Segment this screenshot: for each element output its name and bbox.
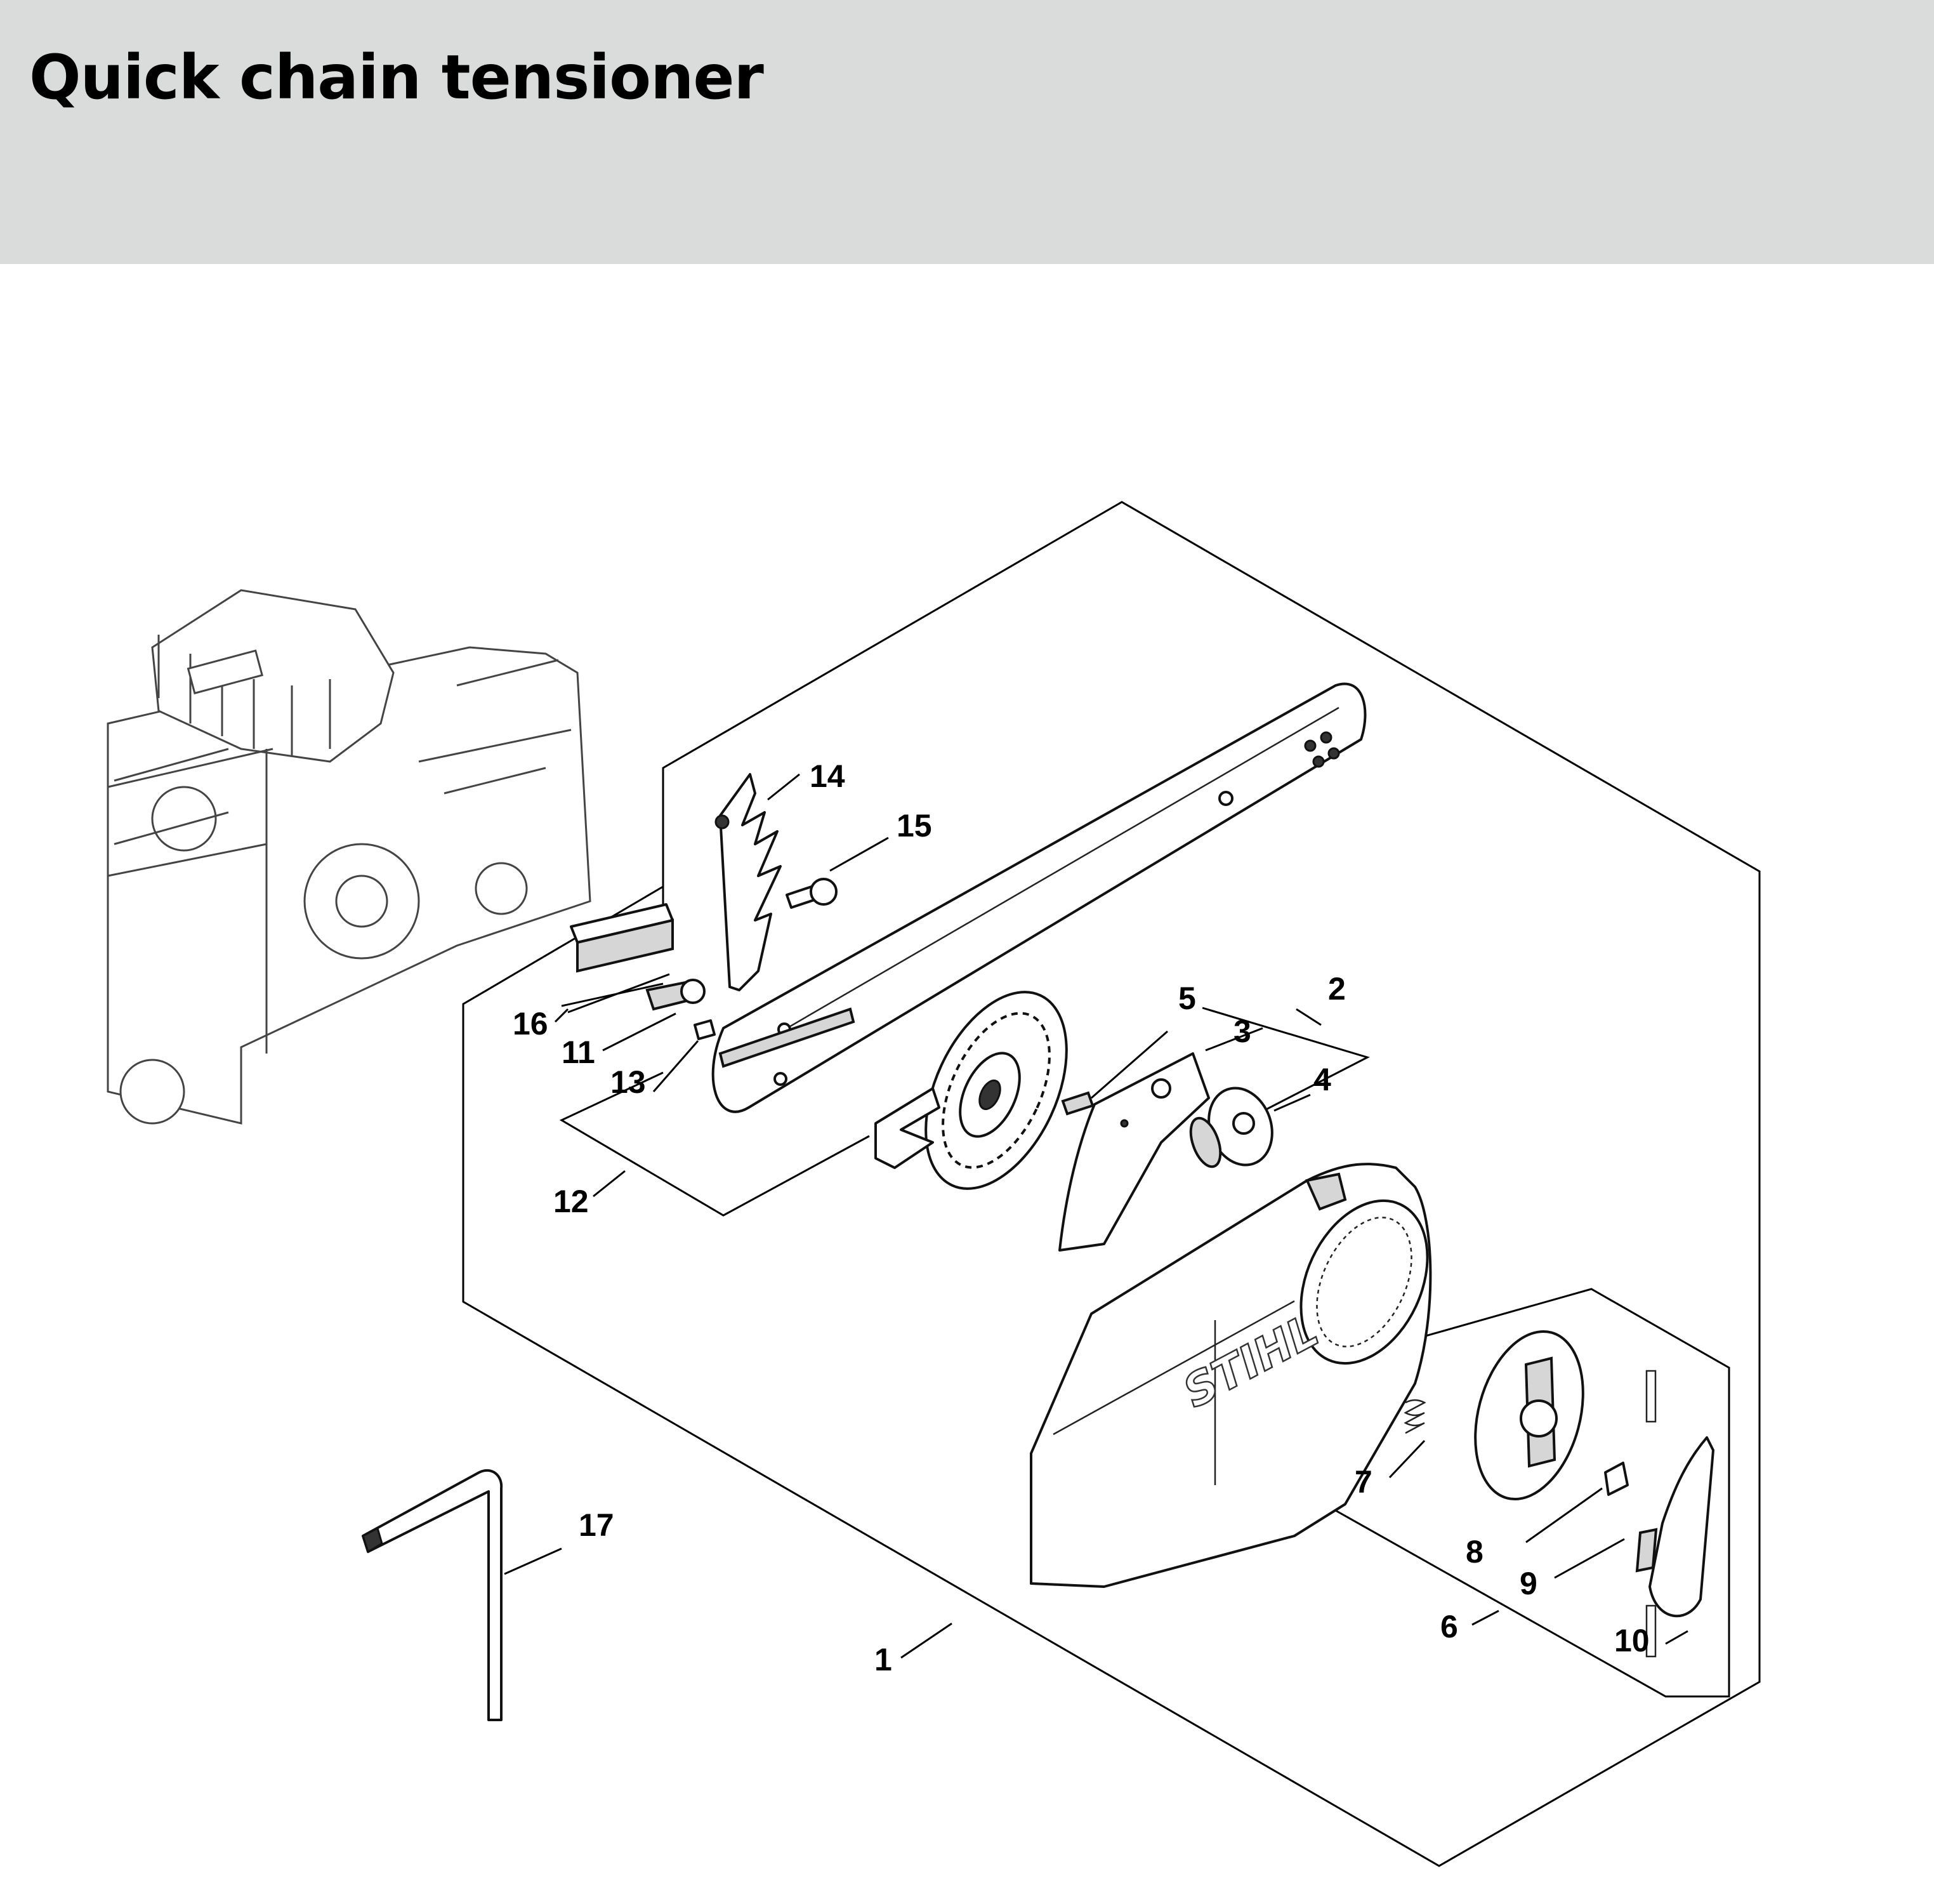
callout-12: 12	[553, 1184, 589, 1219]
callout-5: 5	[1178, 981, 1196, 1016]
sub-assembly-bracket-item-12	[559, 1071, 870, 1217]
callout-7: 7	[1355, 1464, 1372, 1500]
callout-17: 17	[579, 1507, 614, 1543]
callout-6: 6	[1440, 1609, 1458, 1644]
engine-housing-illustration	[107, 589, 591, 1125]
header-bar: Quick chain tensioner	[0, 0, 1934, 264]
guard-plate-illustration	[714, 773, 782, 991]
callout-8: 8	[1466, 1534, 1483, 1570]
callout-9: 9	[1520, 1566, 1537, 1601]
pin-item-10-illustration	[1645, 1370, 1657, 1658]
callout-4: 4	[1313, 1062, 1331, 1097]
exploded-parts-diagram: STIHL	[107, 501, 1761, 1867]
catch-item-9-illustration	[1604, 1462, 1629, 1496]
sub-assembly-bracket-items-2-5	[1202, 1007, 1370, 1116]
thrust-plate-item-3-illustration	[1058, 1052, 1210, 1252]
screw-item-5-illustration	[1061, 1091, 1095, 1116]
screw-item-15-illustration	[786, 878, 838, 909]
tensioner-gear-illustration	[874, 991, 1068, 1190]
callout-2: 2	[1328, 971, 1346, 1007]
sprocket-cover-item-1-illustration: STIHL	[1030, 1163, 1432, 1588]
assembly-boundary-item-1	[462, 501, 1761, 1867]
hex-key-item-17-illustration	[362, 1469, 503, 1721]
guide-bar-illustration	[711, 682, 1367, 1113]
leader-lines	[504, 773, 1688, 1659]
callout-14: 14	[810, 758, 845, 794]
nut-item-13-illustration	[694, 1019, 716, 1040]
adjusting-wheel-item-4-illustration	[1189, 1087, 1273, 1168]
callout-labels: 1 2 3 4 5 6 7 8 9 10 11 12 13 14 15 16 1…	[513, 758, 1650, 1677]
callout-11: 11	[562, 1035, 595, 1070]
callout-16: 16	[513, 1006, 548, 1041]
lever-illustration	[1635, 1436, 1714, 1618]
callout-1: 1	[874, 1642, 892, 1677]
cover-insert-item-8-illustration	[1474, 1330, 1584, 1501]
callout-10: 10	[1614, 1623, 1650, 1658]
callout-13: 13	[610, 1064, 646, 1100]
stud-item-11-illustration	[645, 979, 706, 1011]
callout-15: 15	[897, 808, 932, 843]
spring-item-7-illustration	[1404, 1399, 1426, 1434]
page-title: Quick chain tensioner	[29, 42, 764, 113]
callout-3: 3	[1233, 1014, 1251, 1049]
slide-block-item-16-illustration	[570, 903, 674, 973]
